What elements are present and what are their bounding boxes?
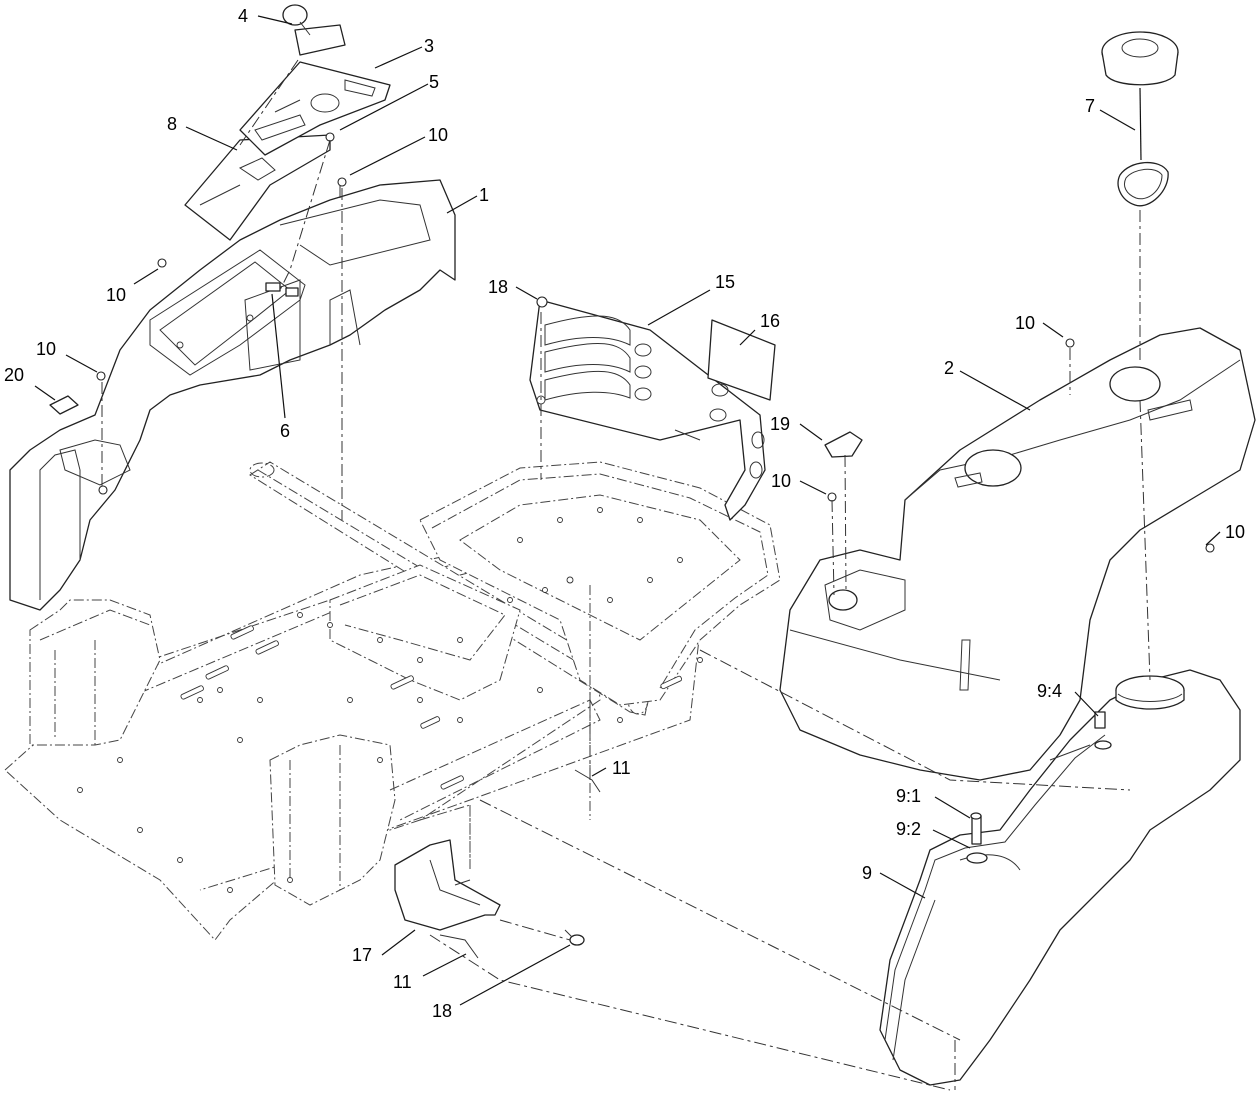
assembly-centerlines	[101, 59, 1151, 1091]
callout-10-right-side: 10	[1225, 522, 1245, 542]
frame-slots	[180, 625, 683, 790]
callout-19: 19	[770, 414, 790, 434]
bolt-18-top	[536, 296, 548, 308]
callout-11-upper: 11	[612, 758, 631, 778]
fuel-line-fittings	[966, 711, 1112, 864]
callout-11-lower: 11	[393, 972, 412, 992]
callout-9-2: 9:2	[896, 819, 921, 839]
callout-20: 20	[4, 365, 24, 385]
callout-15: 15	[715, 272, 735, 292]
throttle-knob	[282, 4, 346, 56]
callout-8: 8	[167, 114, 177, 134]
callout-6: 6	[280, 421, 290, 441]
callout-4: 4	[238, 6, 248, 26]
callout-10-panel: 10	[428, 125, 448, 145]
fuel-cap	[1101, 31, 1179, 207]
callout-17: 17	[352, 945, 372, 965]
callout-1: 1	[479, 185, 489, 205]
seat-pad	[707, 319, 776, 401]
gate-plate	[239, 61, 391, 156]
callout-10-right-top: 10	[1015, 313, 1035, 333]
callout-2: 2	[944, 358, 954, 378]
right-fender	[779, 327, 1256, 781]
callout-labels: 4 3 5 8 10 1 10 10 20 6 7 18 15 16 10 2 …	[4, 6, 1245, 1021]
left-fender	[9, 179, 456, 611]
seat-pan	[529, 299, 766, 521]
panel-fasteners	[96, 132, 347, 495]
callout-9: 9	[862, 863, 872, 883]
callout-10-right-mid: 10	[771, 471, 791, 491]
callout-18-top: 18	[488, 277, 508, 297]
frame-holes	[77, 507, 703, 893]
callout-7: 7	[1085, 96, 1095, 116]
control-panel-plate	[184, 134, 331, 241]
plug-19	[824, 431, 863, 458]
plug-20	[49, 395, 79, 415]
chassis-frame	[4, 461, 781, 941]
callout-5: 5	[429, 72, 439, 92]
callout-16: 16	[760, 311, 780, 331]
callout-9-1: 9:1	[896, 786, 921, 806]
callout-10-left-upper: 10	[106, 285, 126, 305]
spring-11-upper	[574, 769, 601, 793]
spring-11-lower	[439, 934, 479, 959]
callout-18-lower: 18	[432, 1001, 452, 1021]
bracket-17	[394, 839, 501, 931]
bolt-18-lower	[564, 929, 585, 946]
leader-lines	[34, 15, 1221, 1006]
callout-10-left-lower: 10	[36, 339, 56, 359]
callout-9-4: 9:4	[1037, 681, 1062, 701]
callout-3: 3	[424, 36, 434, 56]
